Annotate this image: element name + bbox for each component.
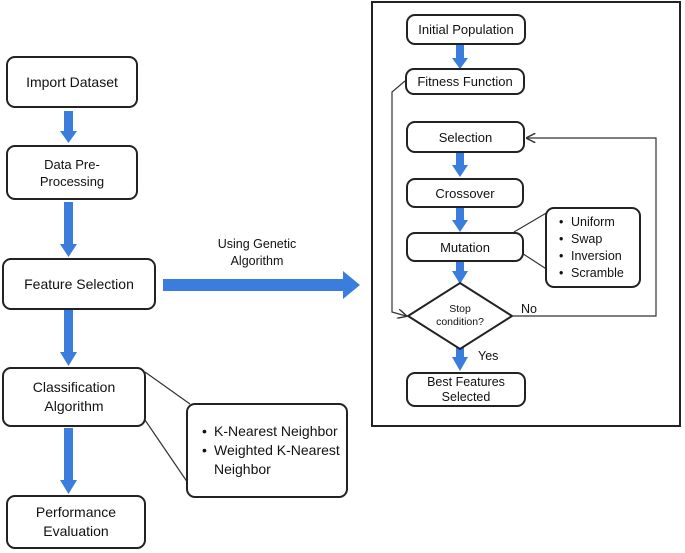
initial-population-box: Initial Population <box>406 14 526 45</box>
stop-condition-label: Stop condition? <box>436 303 484 328</box>
mutation-type-item: Uniform <box>559 214 624 231</box>
classification-callout-line-bottom <box>144 419 191 487</box>
arrow-initial-to-fitness <box>452 44 468 69</box>
mutation-types-list: Uniform Swap Inversion Scramble <box>557 214 624 282</box>
arrow-feature-to-classification <box>60 309 77 366</box>
left-flow-arrows <box>60 111 77 494</box>
mutation-box: Mutation <box>406 232 524 262</box>
classifier-item: K-Nearest Neighbor <box>202 422 340 441</box>
feature-selection-label: Feature Selection <box>24 275 134 292</box>
selection-label: Selection <box>438 129 493 145</box>
mutation-types-box: Uniform Swap Inversion Scramble <box>545 207 641 288</box>
best-features-label: Best Features Selected <box>427 374 505 404</box>
transition-label: Using Genetic Algorithm <box>198 236 316 270</box>
import-dataset-box: Import Dataset <box>6 56 138 108</box>
selection-box: Selection <box>406 121 525 153</box>
no-label: No <box>521 302 537 316</box>
classification-algorithm-label: Classification Algorithm <box>32 379 116 414</box>
classification-callout-line-top <box>144 371 191 405</box>
best-features-box: Best Features Selected <box>406 372 526 407</box>
crossover-label: Crossover <box>435 185 495 201</box>
mutation-type-item: Inversion <box>559 248 624 265</box>
arrow-to-genetic-algorithm <box>163 271 360 299</box>
initial-population-label: Initial Population <box>418 22 514 37</box>
no-loop-path <box>513 138 657 317</box>
transition-label-text: Using Genetic Algorithm <box>217 237 297 268</box>
feature-selection-box: Feature Selection <box>2 258 156 310</box>
arrow-classification-to-performance <box>60 428 77 494</box>
stop-condition-diamond <box>406 281 514 351</box>
ga-panel-border <box>371 1 681 427</box>
data-preprocessing-box: Data Pre-Processing <box>6 145 138 200</box>
classification-algorithm-box: Classification Algorithm <box>2 367 146 427</box>
yes-label: Yes <box>478 349 499 363</box>
arrow-import-to-preprocess <box>60 111 77 143</box>
arrow-selection-to-crossover <box>452 152 468 177</box>
loop-fitness-to-selection-path <box>391 80 406 316</box>
arrow-preprocess-to-feature <box>60 202 77 257</box>
performance-evaluation-label: Performance Evaluation <box>35 504 117 539</box>
fitness-function-box: Fitness Function <box>405 68 525 95</box>
import-dataset-label: Import Dataset <box>26 73 118 90</box>
mutation-type-item: Scramble <box>559 265 624 282</box>
mutation-label: Mutation <box>440 239 490 255</box>
mutation-callout-line-top <box>513 211 549 233</box>
arrow-mutation-to-stop <box>452 261 468 284</box>
data-preprocessing-label: Data Pre-Processing <box>39 156 105 189</box>
fitness-function-label: Fitness Function <box>417 74 513 89</box>
arrow-crossover-to-mutation <box>452 207 468 232</box>
performance-evaluation-box: Performance Evaluation <box>6 495 146 549</box>
mutation-type-item: Swap <box>559 231 624 248</box>
classifier-list-box: K-Nearest Neighbor Weighted K-Nearest Ne… <box>186 403 348 498</box>
classifier-item: Weighted K-Nearest Neighbor <box>202 441 340 479</box>
classifier-list: K-Nearest Neighbor Weighted K-Nearest Ne… <box>200 422 340 479</box>
crossover-box: Crossover <box>406 178 524 208</box>
